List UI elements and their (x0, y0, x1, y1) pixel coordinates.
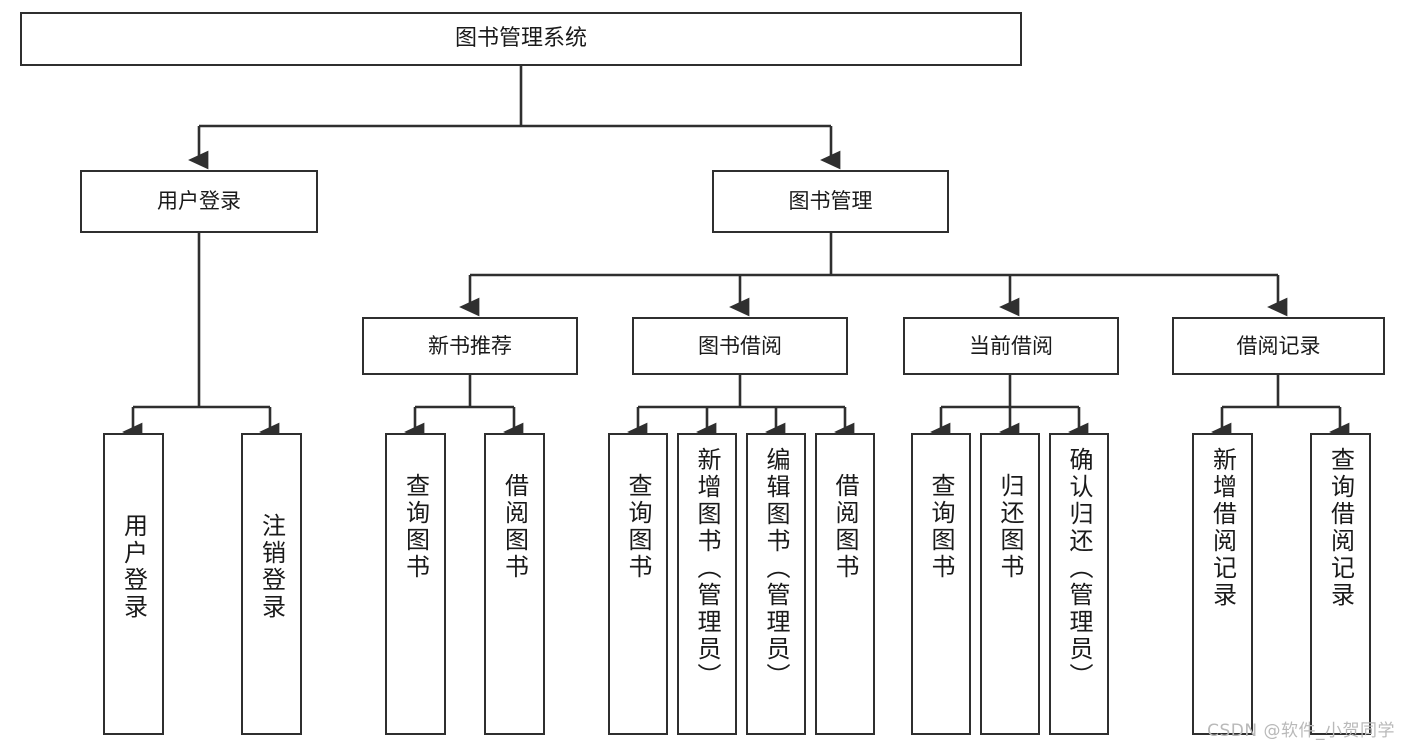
node-borrow-record[interactable]: 借阅记录 (1172, 317, 1385, 375)
node-book-borrow[interactable]: 图书借阅 (632, 317, 848, 375)
leaf-record-add-record[interactable]: 新增借阅记录 (1192, 433, 1253, 735)
leaf-current-return-book[interactable]: 归还图书 (980, 433, 1040, 735)
leaf-recommend-query-book[interactable]: 查询图书 (385, 433, 446, 735)
leaf-borrow-add-book-admin[interactable]: 新增图书（管理员） (677, 433, 737, 735)
leaf-label: 用户登录 (119, 513, 148, 621)
leaf-borrow-edit-book-admin[interactable]: 编辑图书（管理员） (746, 433, 806, 735)
leaf-user-login-logout[interactable]: 注销登录 (241, 433, 302, 735)
csdn-watermark: CSDN @软件_小贺同学 (1207, 721, 1395, 741)
node-label: 当前借阅 (969, 333, 1053, 358)
leaf-recommend-borrow-book[interactable]: 借阅图书 (484, 433, 545, 735)
leaf-current-confirm-return-admin[interactable]: 确认归还（管理员） (1049, 433, 1109, 735)
leaf-label: 注销登录 (257, 513, 286, 621)
leaf-label: 查询图书 (624, 473, 652, 581)
node-new-book-recommend[interactable]: 新书推荐 (362, 317, 578, 375)
node-label: 图书管理系统 (454, 26, 587, 52)
node-book-management[interactable]: 图书管理 (712, 170, 949, 233)
node-user-login[interactable]: 用户登录 (80, 170, 318, 233)
leaf-label: 查询图书 (927, 473, 955, 581)
leaf-record-query-record[interactable]: 查询借阅记录 (1310, 433, 1371, 735)
leaf-current-query-book[interactable]: 查询图书 (911, 433, 971, 735)
leaf-label: 借阅图书 (831, 473, 859, 581)
node-label: 图书管理 (788, 189, 873, 214)
leaf-user-login-login[interactable]: 用户登录 (103, 433, 164, 735)
node-label: 用户登录 (157, 189, 241, 214)
leaf-label: 确认归还（管理员） (1065, 447, 1093, 690)
node-root-system[interactable]: 图书管理系统 (20, 12, 1022, 66)
leaf-label: 查询借阅记录 (1326, 447, 1355, 609)
node-current-borrow[interactable]: 当前借阅 (903, 317, 1119, 375)
leaf-label: 新增借阅记录 (1208, 447, 1237, 609)
leaf-label: 查询图书 (401, 473, 430, 581)
node-label: 新书推荐 (428, 333, 512, 358)
node-label: 图书借阅 (698, 333, 782, 358)
leaf-label: 借阅图书 (500, 473, 529, 581)
node-label: 借阅记录 (1236, 333, 1321, 358)
leaf-label: 归还图书 (996, 473, 1024, 581)
leaf-borrow-query-book[interactable]: 查询图书 (608, 433, 668, 735)
leaf-label: 编辑图书（管理员） (762, 447, 790, 690)
leaf-borrow-borrow-book[interactable]: 借阅图书 (815, 433, 875, 735)
leaf-label: 新增图书（管理员） (693, 447, 721, 690)
